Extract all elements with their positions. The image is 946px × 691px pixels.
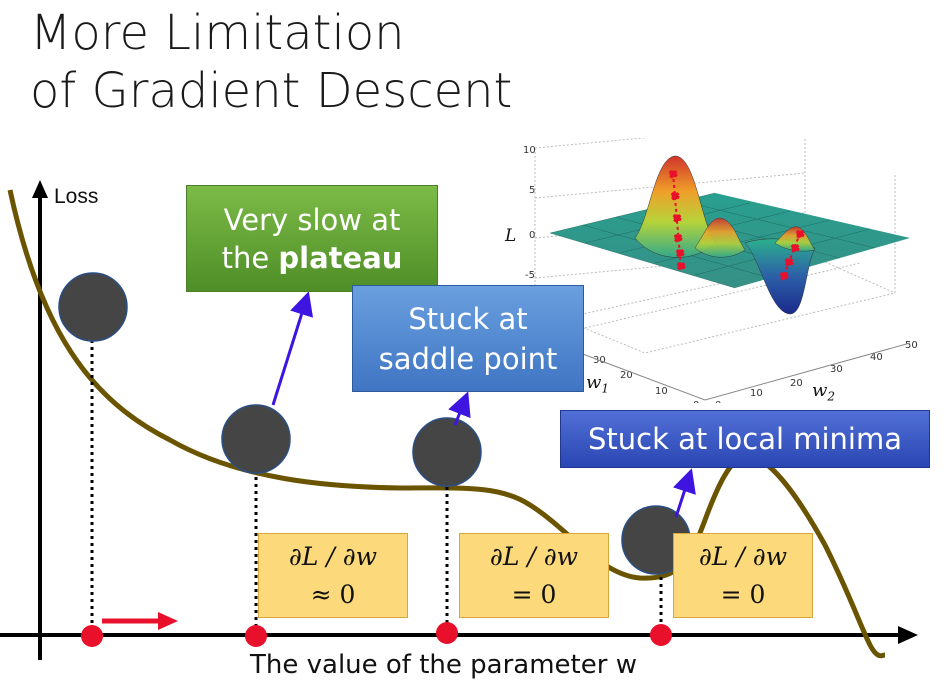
x-axis-arrowhead — [898, 626, 918, 644]
surface-w2-label: w2 — [812, 380, 836, 404]
plateau-callout-line2: the plateau — [221, 240, 403, 275]
title-line-1: More Limitation — [30, 5, 405, 61]
arrow-to-local-min-callout — [673, 468, 696, 518]
z-tick-neg5: -5 — [525, 270, 535, 281]
w1-tick-10: 10 — [655, 386, 668, 397]
point-4 — [650, 624, 672, 646]
ball-plateau — [221, 404, 291, 474]
w2-tick-50: 50 — [905, 340, 918, 351]
z-tick-10: 10 — [523, 145, 536, 156]
w1-tick-20: 20 — [620, 370, 633, 381]
arrow-to-plateau-callout — [271, 291, 314, 406]
ball-saddle — [412, 417, 482, 487]
x-axis-label: The value of the parameter w — [250, 650, 637, 680]
arrow-to-saddle-callout — [448, 391, 471, 426]
point-1 — [81, 625, 103, 647]
surface-w1-label: w1 — [586, 372, 610, 396]
w2-tick-20: 20 — [790, 378, 803, 389]
saddle-callout: Stuck at saddle point — [352, 285, 584, 392]
gradient-formula-1: ∂L / ∂w ≈ 0 — [258, 533, 408, 618]
saddle-callout-line2: saddle point — [378, 341, 558, 376]
slide-title: More Limitation of Gradient Descent — [30, 4, 512, 120]
w1-tick-0: 0 — [693, 400, 699, 403]
ball-start — [58, 272, 128, 342]
formula-3-bottom: = 0 — [720, 580, 766, 609]
local-min-callout: Stuck at local minima — [560, 410, 930, 468]
plateau-callout: Very slow at the plateau — [186, 185, 438, 292]
w2-tick-10: 10 — [750, 388, 763, 399]
formula-1-top: ∂L / ∂w — [288, 542, 378, 571]
formula-3-top: ∂L / ∂w — [698, 542, 788, 571]
plateau-callout-line1: Very slow at — [223, 202, 401, 237]
formula-1-bottom: ≈ 0 — [310, 580, 356, 609]
surface-peak — [634, 155, 716, 258]
saddle-callout-line1: Stuck at — [408, 301, 528, 336]
local-min-callout-text: Stuck at local minima — [587, 422, 903, 456]
point-2 — [245, 625, 267, 647]
direction-arrowhead — [158, 612, 178, 630]
z-tick-5: 5 — [529, 185, 535, 196]
point-3 — [436, 622, 458, 644]
w2-tick-0: 0 — [715, 400, 721, 403]
loss-curve — [7, 189, 886, 659]
title-line-2: of Gradient Descent — [30, 63, 513, 119]
w2-tick-30: 30 — [830, 364, 843, 375]
z-tick-0: 0 — [529, 230, 535, 241]
gradient-formula-3: ∂L / ∂w = 0 — [673, 533, 813, 618]
y-axis-arrowhead — [32, 180, 48, 198]
descent-path-2 — [779, 229, 805, 281]
surface-z-label: L — [505, 226, 517, 246]
surface-plot: 10 5 0 -5 30 20 10 0 0 10 20 30 40 50 — [523, 138, 918, 403]
descent-path-1 — [668, 169, 686, 271]
gradient-formula-2: ∂L / ∂w = 0 — [459, 533, 609, 618]
y-axis-label: Loss — [54, 185, 99, 208]
formula-2-bottom: = 0 — [511, 580, 557, 609]
w2-tick-40: 40 — [870, 352, 883, 363]
formula-2-top: ∂L / ∂w — [489, 542, 579, 571]
surface-bump — [694, 217, 746, 258]
